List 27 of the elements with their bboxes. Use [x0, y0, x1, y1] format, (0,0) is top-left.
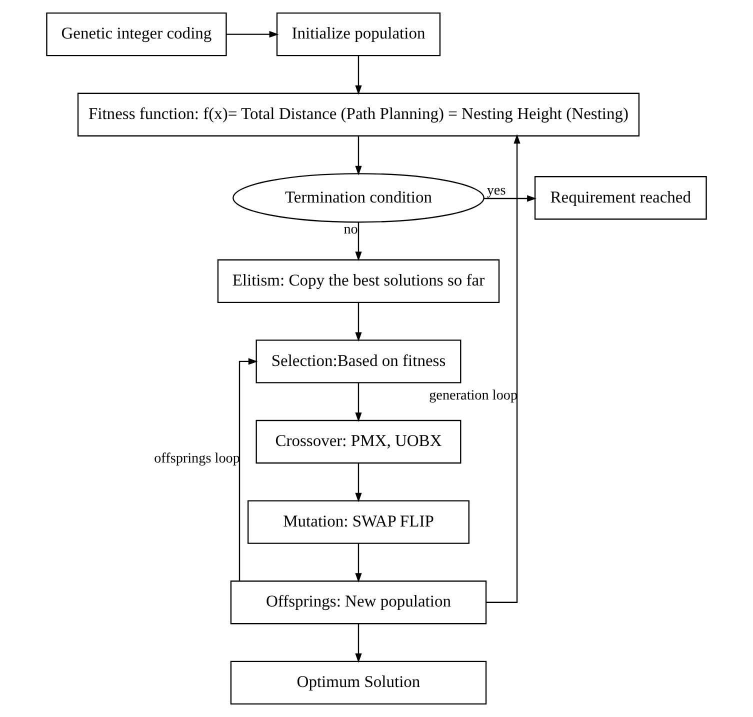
arrow — [355, 624, 362, 663]
node-box: Initialize population — [276, 12, 441, 56]
node-box: Fitness function: f(x)= Total Distance (Path Planning) = Nesting Height (Nesting) — [77, 92, 640, 136]
node-box: Selection:Based on fitness — [256, 340, 462, 384]
node-box: Requirement reached — [534, 176, 707, 220]
edge-label: no — [344, 221, 358, 238]
arrow — [355, 56, 362, 95]
edge-label: offsprings loop — [154, 450, 240, 466]
arrow — [355, 302, 362, 342]
arrow — [238, 358, 258, 581]
arrow — [355, 463, 362, 502]
arrow — [486, 134, 520, 603]
arrow — [355, 382, 362, 422]
edge-label: generation loop — [429, 387, 518, 404]
arrow — [355, 222, 362, 262]
node-box: Genetic integer coding — [46, 12, 227, 56]
node-box: Mutation: SWAP FLIP — [247, 500, 470, 544]
arrow — [226, 31, 279, 38]
arrow — [484, 195, 537, 202]
arrow — [355, 544, 362, 583]
edge-label: yes — [486, 182, 506, 198]
node-box: Offsprings: New population — [230, 580, 487, 624]
node-box: Crossover: PMX, UOBX — [256, 420, 462, 464]
node-box: Elitism: Copy the best solutions so far — [217, 259, 500, 303]
node-box: Optimum Solution — [230, 660, 487, 705]
arrow — [355, 136, 362, 176]
node-ellipse: Termination condition — [232, 173, 484, 223]
